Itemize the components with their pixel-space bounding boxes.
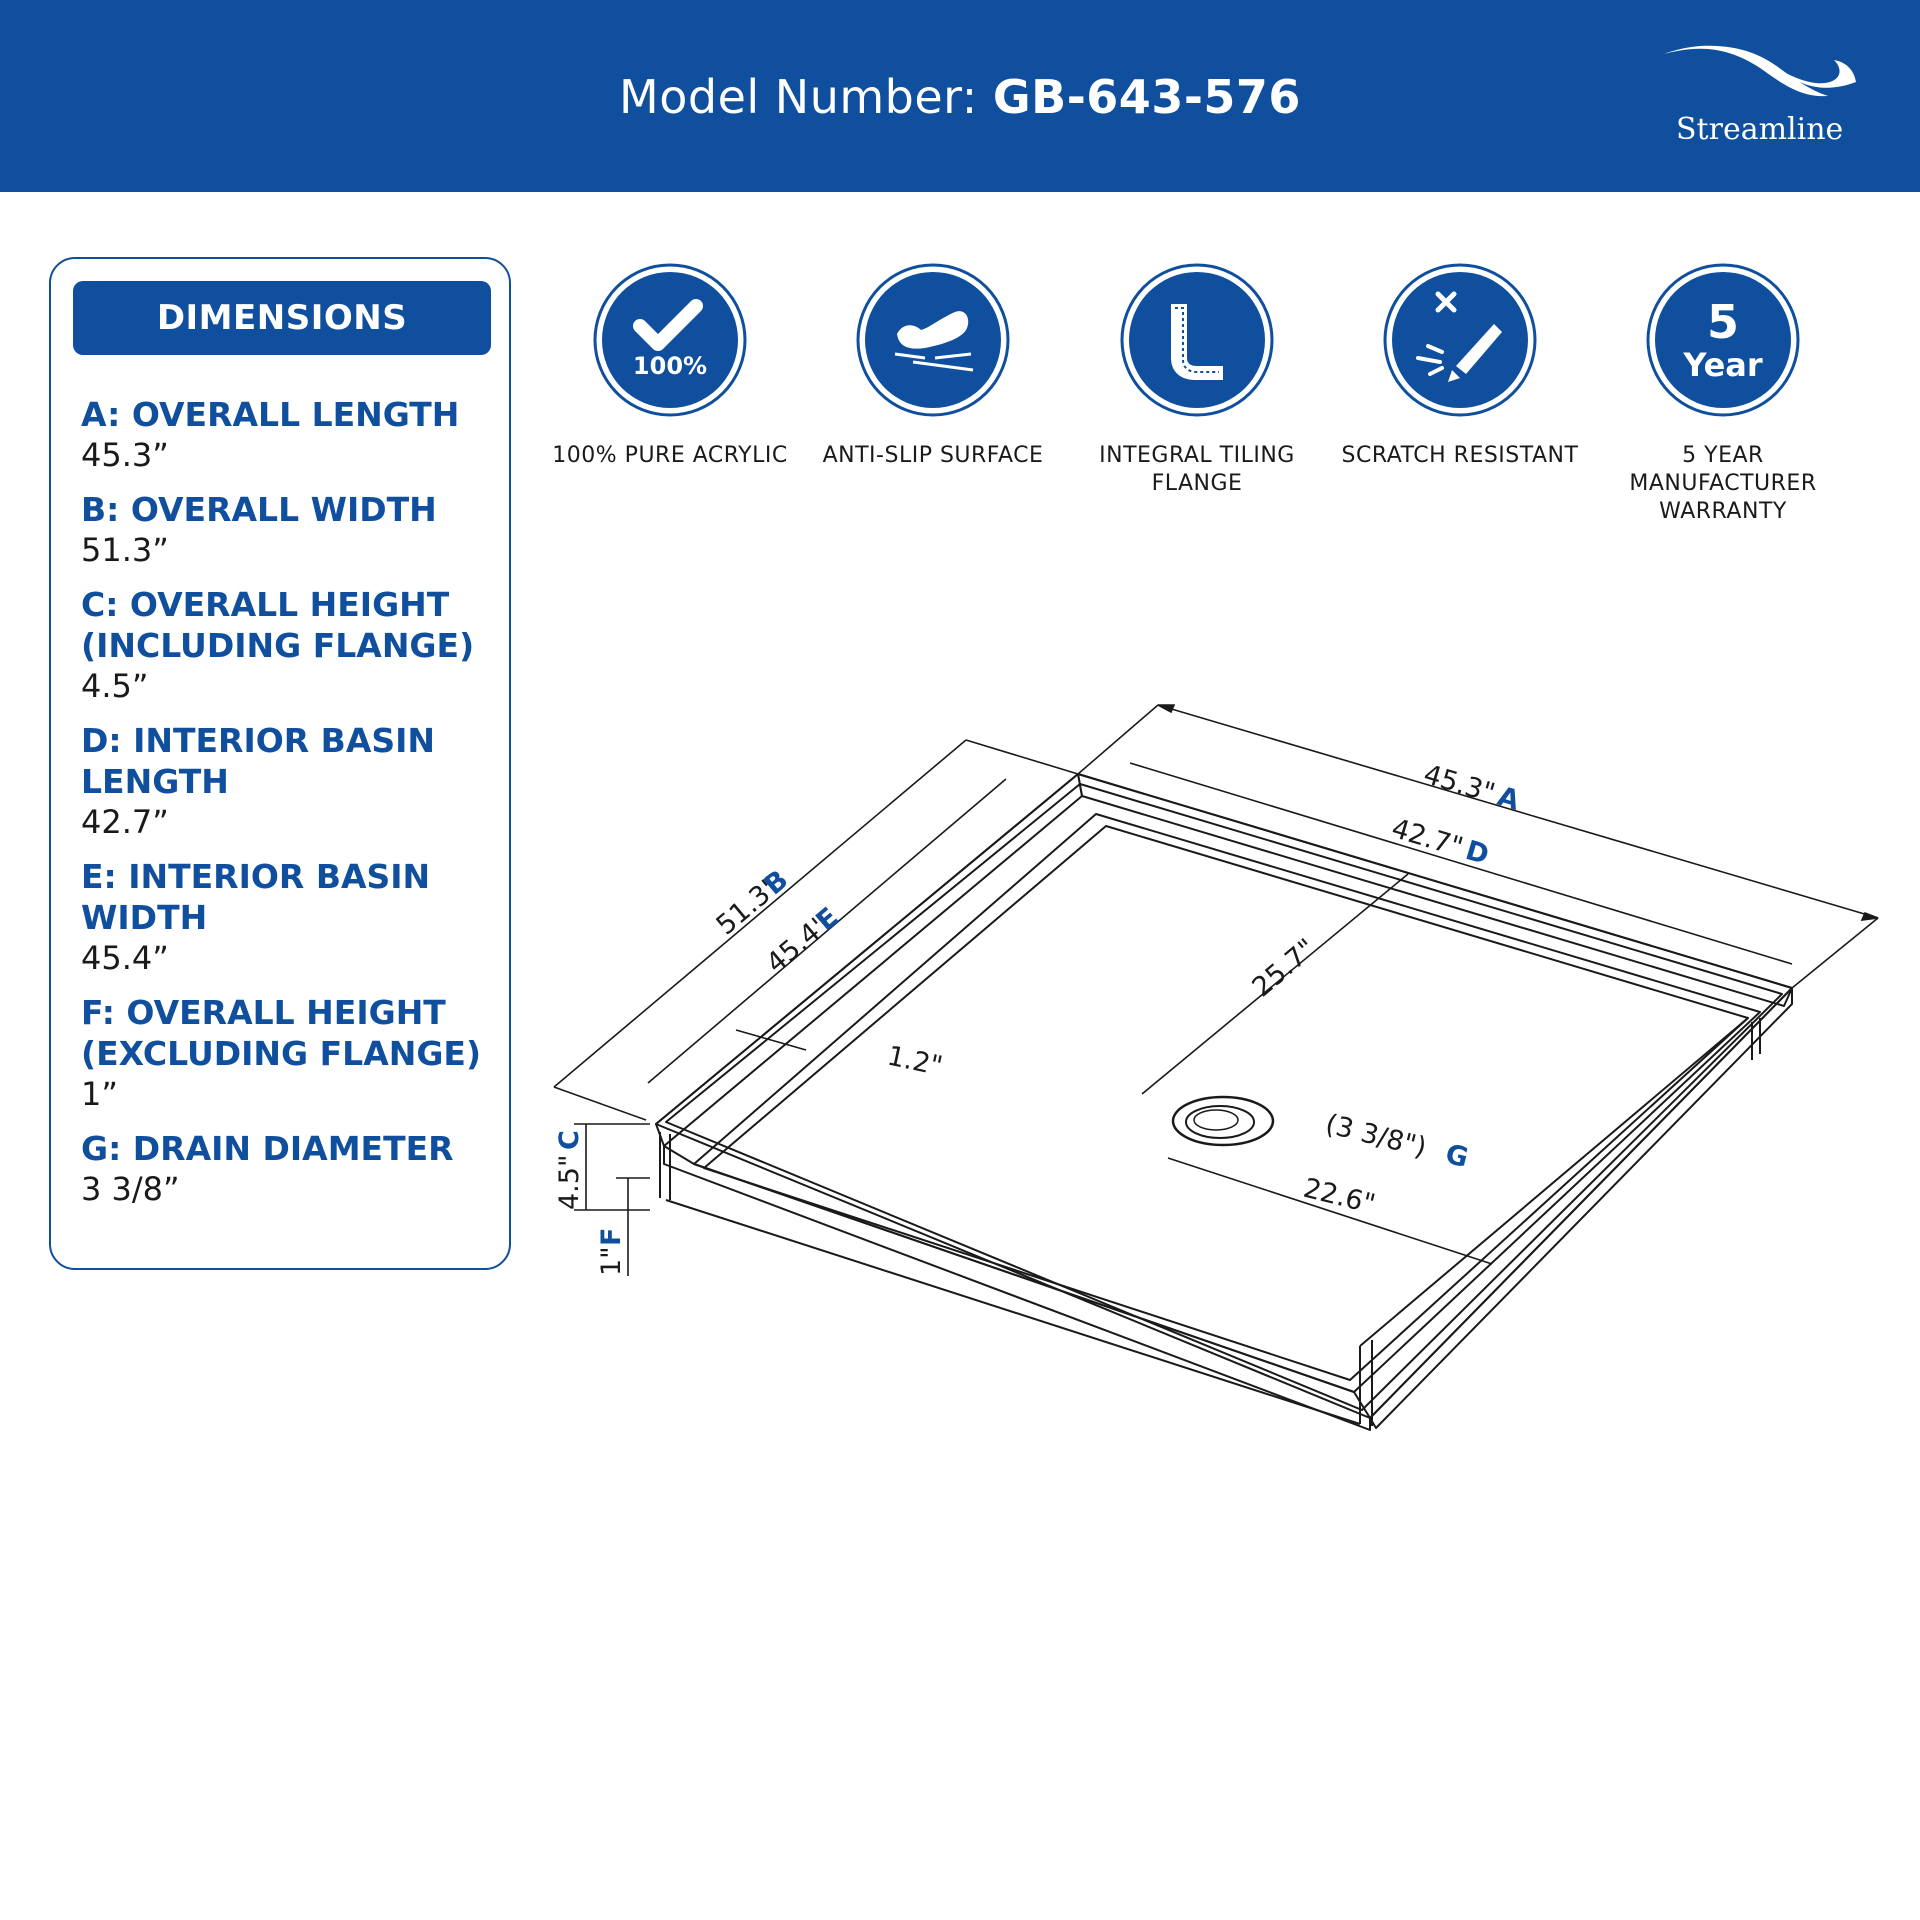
- dim-f-value: 1": [596, 1246, 627, 1276]
- feature-acrylic: 100% 100% PURE ACRYLIC: [545, 262, 795, 470]
- left-flange: [655, 773, 1083, 1147]
- dimension-label: F: OVERALL HEIGHT (EXCLUDING FLANGE): [81, 993, 482, 1073]
- dim-g-value: (3 3/8"): [1322, 1109, 1429, 1164]
- streamline-logo: Streamline: [1660, 40, 1860, 160]
- dimension-item-e: E: INTERIOR BASIN WIDTH 45.4”: [81, 856, 501, 978]
- dimension-value: 1”: [81, 1075, 118, 1113]
- dim-depth-value: 25.7": [1247, 933, 1323, 1003]
- dimension-value: 42.7”: [81, 803, 169, 841]
- dimension-label: A: OVERALL LENGTH: [81, 395, 460, 434]
- warranty-5-year-icon: 5 Year: [1646, 263, 1800, 417]
- dimension-value: 45.4”: [81, 939, 169, 977]
- wave-logo-icon: [1664, 45, 1856, 97]
- feature-label: INTEGRAL TILING FLANGE: [1099, 443, 1295, 496]
- drain-icon: [1171, 1095, 1275, 1147]
- right-curb: [1369, 987, 1793, 1429]
- feature-label: 5 YEAR MANUFACTURER WARRANTY: [1629, 443, 1817, 524]
- feature-label: 100% PURE ACRYLIC: [552, 443, 788, 468]
- tiling-flange-icon: [1120, 263, 1274, 417]
- dim-g-letter: G: [1442, 1139, 1471, 1174]
- feature-label: ANTI-SLIP SURFACE: [822, 443, 1044, 468]
- dim-c-letter: C: [554, 1130, 585, 1150]
- dimension-item-c: C: OVERALL HEIGHT (INCLUDING FLANGE) 4.5…: [81, 584, 501, 706]
- dimensions-panel: DIMENSIONS A: OVERALL LENGTH 45.3” B: OV…: [49, 257, 511, 1270]
- dim-a-value: 45.3": [1420, 759, 1498, 809]
- badge-5-text: 5: [1707, 295, 1739, 349]
- dimension-value: 45.3”: [81, 436, 169, 474]
- feature-label: SCRATCH RESISTANT: [1341, 443, 1579, 468]
- dimension-item-g: G: DRAIN DIAMETER 3 3/8”: [81, 1128, 501, 1209]
- dimension-label: E: INTERIOR BASIN WIDTH: [81, 857, 431, 937]
- badge-100-text: 100%: [633, 352, 707, 380]
- dimension-value: 3 3/8”: [81, 1170, 180, 1208]
- dimension-label: C: OVERALL HEIGHT (INCLUDING FLANGE): [81, 585, 475, 665]
- dimension-item-f: F: OVERALL HEIGHT (EXCLUDING FLANGE) 1”: [81, 992, 501, 1114]
- feature-warranty: 5 Year 5 YEAR MANUFACTURER WARRANTY: [1598, 262, 1848, 526]
- dimension-label: B: OVERALL WIDTH: [81, 490, 437, 529]
- dimensions-list: A: OVERALL LENGTH 45.3” B: OVERALL WIDTH…: [81, 394, 501, 1223]
- feature-scratch-resistant: SCRATCH RESISTANT: [1335, 262, 1585, 470]
- dimension-item-b: B: OVERALL WIDTH 51.3”: [81, 489, 501, 570]
- checkmark-100-icon: 100%: [593, 263, 747, 417]
- dimension-value: 51.3”: [81, 531, 169, 569]
- dimension-item-a: A: OVERALL LENGTH 45.3”: [81, 394, 501, 475]
- anti-slip-shoe-icon: [856, 263, 1010, 417]
- model-prefix: Model Number:: [619, 70, 993, 124]
- model-number-title: Model Number: GB-643-576: [0, 70, 1920, 124]
- dimension-label: G: DRAIN DIAMETER: [81, 1129, 454, 1168]
- dim-c-value: 4.5": [554, 1155, 585, 1210]
- dim-d-value: 42.7": [1388, 813, 1466, 863]
- dim-lip-value: 1.2": [885, 1041, 946, 1083]
- dimensions-title: DIMENSIONS: [73, 281, 491, 355]
- base-rim-line: [665, 783, 1783, 1411]
- feature-tiling-flange: INTEGRAL TILING FLANGE: [1072, 262, 1322, 498]
- dimension-label: D: INTERIOR BASIN LENGTH: [81, 721, 436, 801]
- dim-f-letter: F: [596, 1228, 627, 1246]
- basin-floor-inner: [703, 825, 1749, 1381]
- dim-d-letter: D: [1462, 835, 1492, 871]
- scratch-resistant-icon: [1383, 263, 1537, 417]
- brand-name: Streamline: [1676, 112, 1844, 147]
- header-bar: Model Number: GB-643-576 Streamline: [0, 0, 1920, 192]
- dimension-value: 4.5”: [81, 667, 149, 705]
- feature-anti-slip: ANTI-SLIP SURFACE: [808, 262, 1058, 470]
- badge-year-text: Year: [1682, 346, 1763, 384]
- dimension-item-d: D: INTERIOR BASIN LENGTH 42.7”: [81, 720, 501, 842]
- model-number: GB-643-576: [992, 70, 1301, 124]
